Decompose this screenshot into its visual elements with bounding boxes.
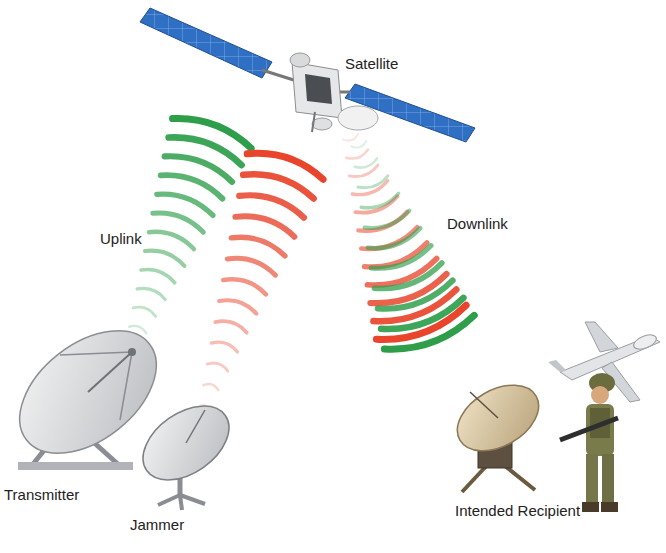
signal-wave — [343, 134, 358, 141]
signal-wave — [355, 158, 377, 167]
signal-wave — [378, 280, 453, 308]
soldier-icon — [560, 373, 618, 512]
signal-wave — [371, 246, 431, 269]
signal-wave — [169, 137, 242, 165]
signal-wave — [203, 384, 218, 390]
signal-wave — [137, 288, 165, 299]
signal-wave — [219, 300, 256, 313]
signal-wave — [161, 175, 223, 198]
part-label: Jammer — [130, 516, 184, 534]
signal-wave — [207, 363, 228, 371]
satellite-icon — [140, 8, 475, 142]
signal-wave — [368, 228, 420, 248]
part-label: Intended Recipient — [455, 502, 580, 520]
signal-wave — [133, 307, 155, 316]
signal-wave — [247, 153, 323, 179]
signal-label: Downlink — [447, 215, 508, 233]
signal-wave — [374, 263, 441, 289]
signal-wave — [141, 270, 175, 283]
signal-wave — [361, 193, 398, 208]
signal-wave — [351, 141, 366, 148]
jammer-dish — [129, 391, 242, 510]
signal-wave — [145, 251, 184, 266]
signal-wave — [165, 156, 232, 182]
signal-wave — [239, 195, 304, 217]
signal-wave — [231, 237, 285, 256]
signal-wave — [346, 149, 368, 158]
signal-wave — [149, 232, 194, 249]
signal-wave — [365, 211, 410, 228]
signal-wave — [173, 118, 252, 148]
signal-wave — [215, 321, 247, 333]
signal-wave — [211, 342, 237, 352]
signal-wave — [227, 258, 275, 275]
signal-label: Uplink — [100, 230, 142, 248]
recipient-dish — [446, 372, 550, 492]
satellite-label: Satellite — [345, 55, 398, 73]
signal-wave — [153, 213, 204, 232]
signal-wave — [358, 176, 388, 188]
signal-wave — [381, 298, 463, 329]
signal-wave — [243, 174, 313, 198]
signal-wave — [157, 194, 213, 215]
signal-wave — [384, 315, 474, 349]
signal-waves — [125, 118, 474, 409]
signal-wave — [235, 216, 294, 237]
signal-wave — [223, 279, 266, 294]
part-label: Transmitter — [4, 486, 79, 504]
